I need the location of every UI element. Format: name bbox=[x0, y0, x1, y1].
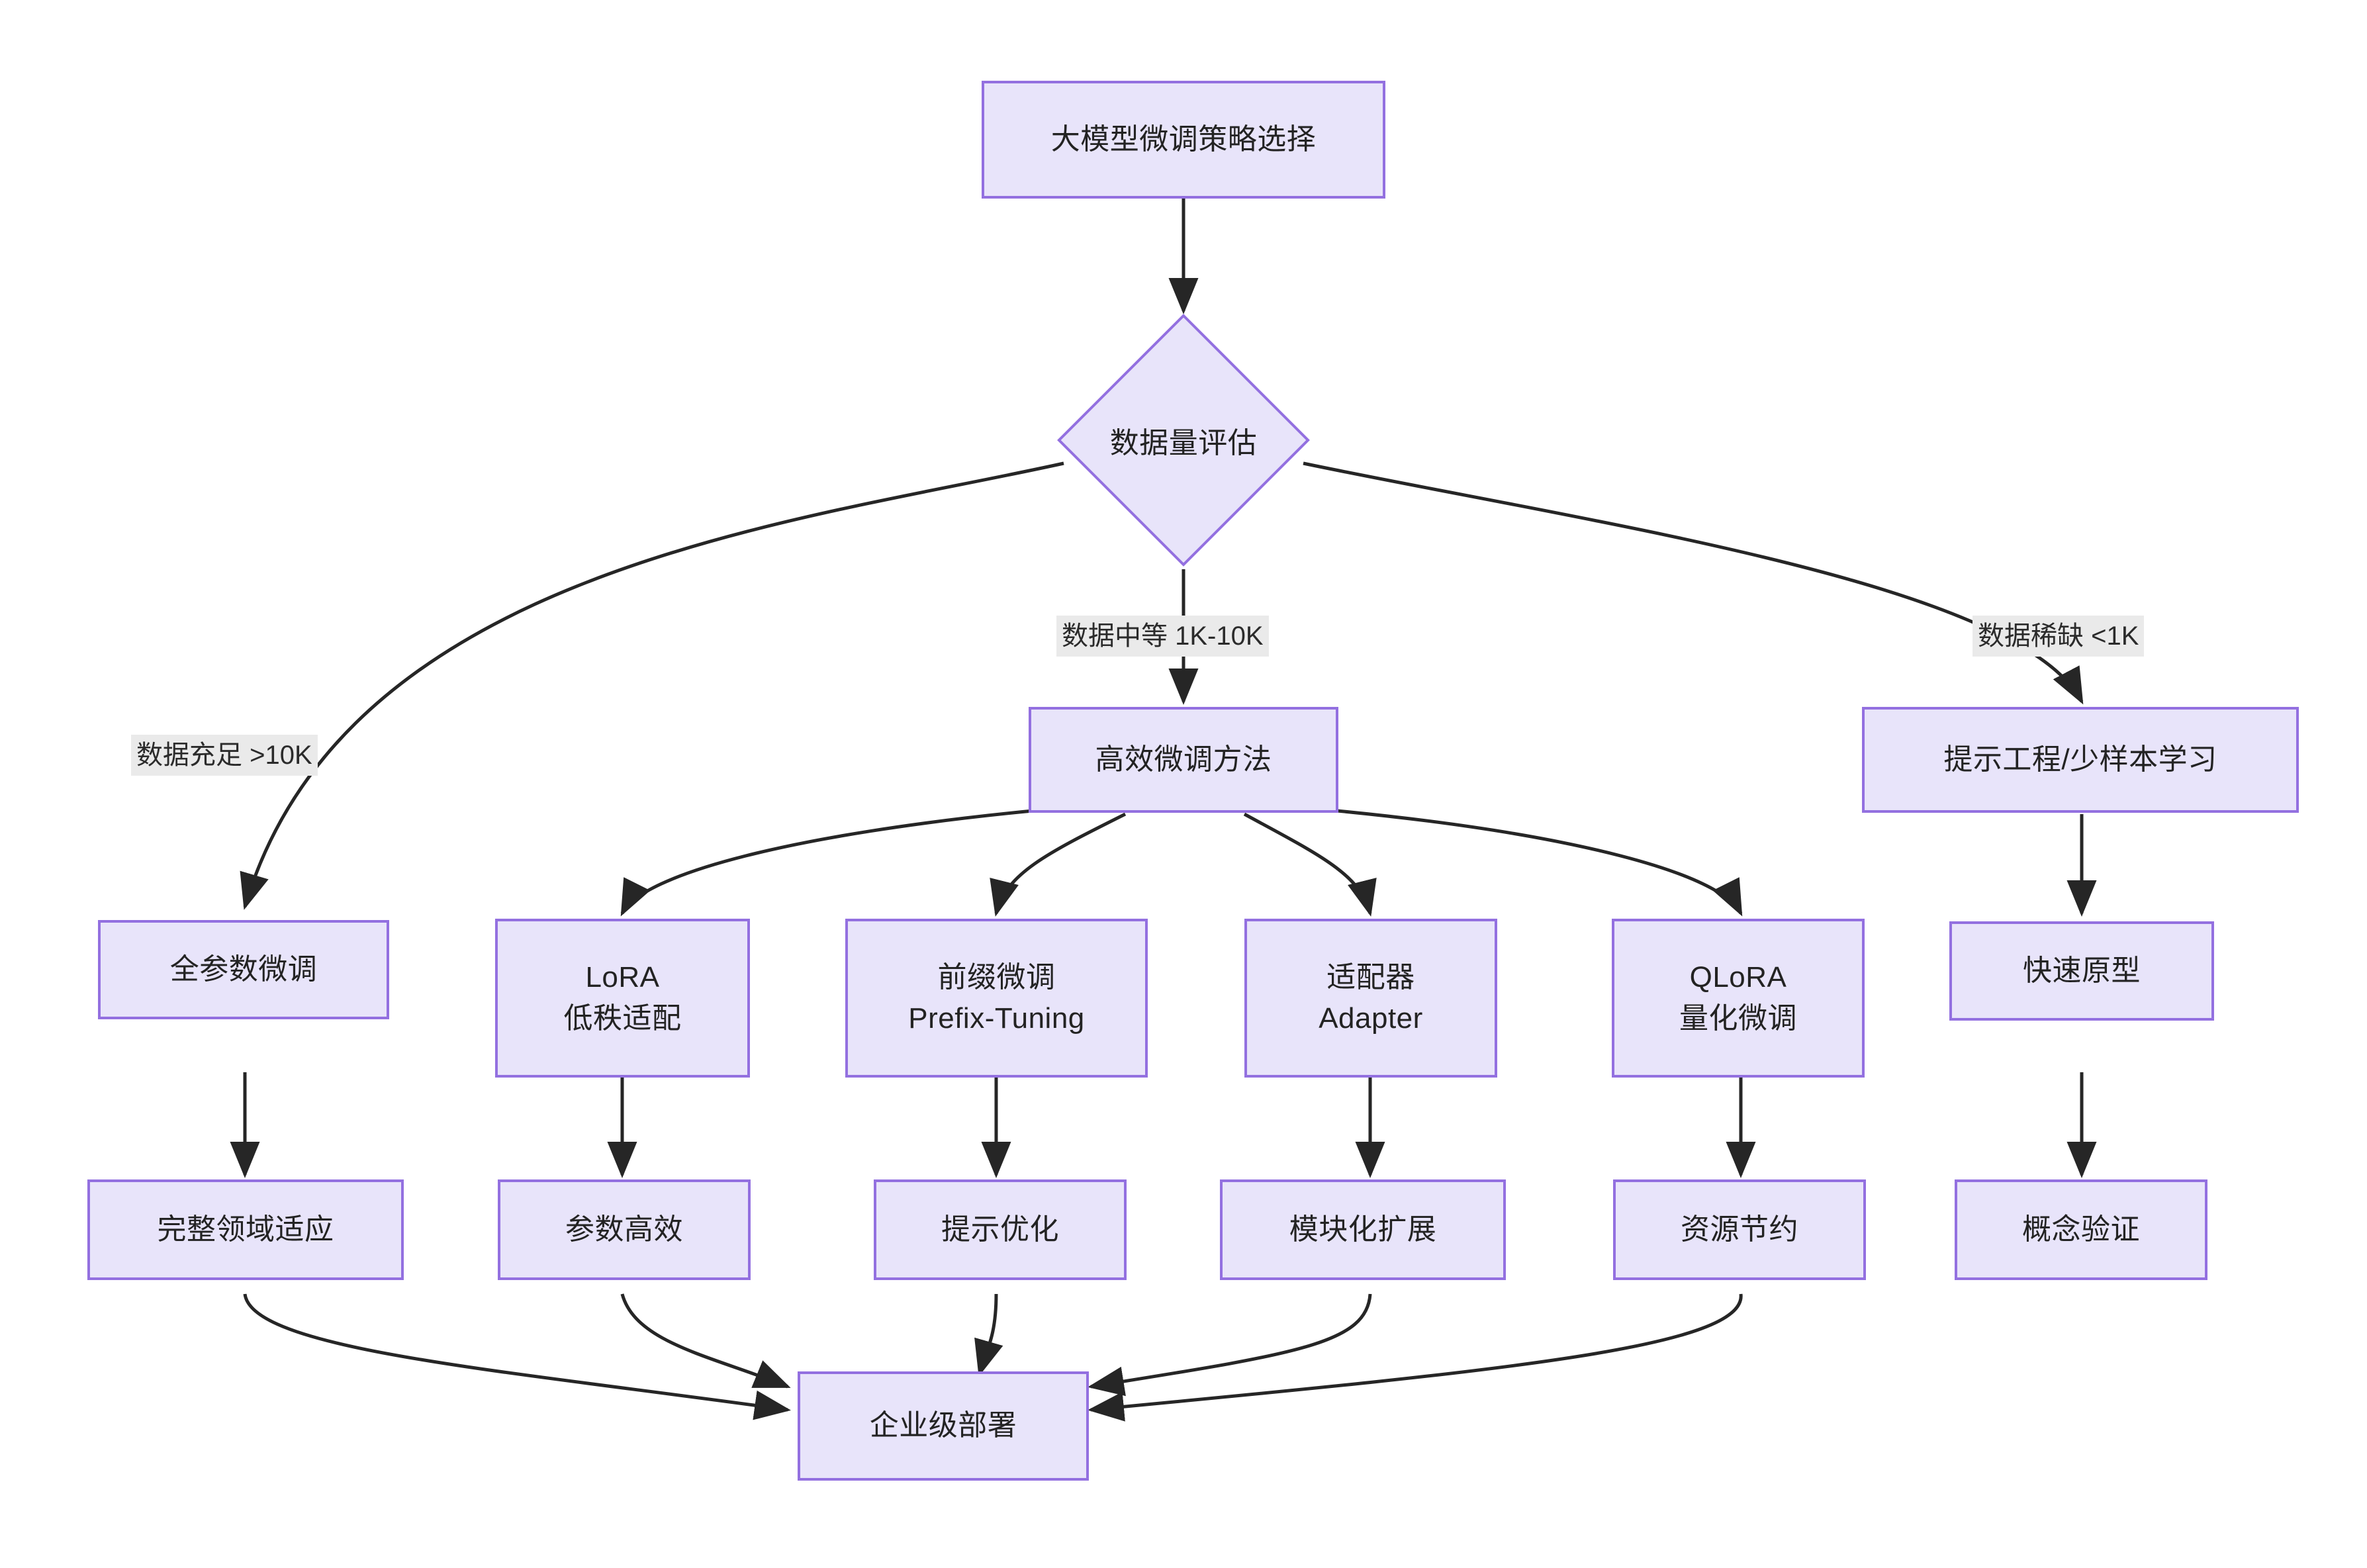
node-qlora-label-line1: QLoRA bbox=[1689, 960, 1787, 993]
node-root[interactable]: 大模型微调策略选择 bbox=[982, 81, 1385, 199]
edge-label-scarce-data-text: 数据稀缺 <1K bbox=[1978, 622, 2139, 651]
node-full-finetune-label: 全参数微调 bbox=[169, 952, 318, 986]
edge-decision-to-prompt bbox=[1303, 461, 2084, 705]
edge-efficient-to-prefix bbox=[990, 812, 1127, 917]
node-parameter-efficient-label: 参数高效 bbox=[565, 1213, 683, 1246]
node-rapid-prototype-label: 快速原型 bbox=[2023, 954, 2141, 987]
node-efficient-methods[interactable]: 高效微调方法 bbox=[1029, 707, 1338, 813]
edge-efficient-to-qlora bbox=[1336, 809, 1743, 917]
node-parameter-efficient[interactable]: 参数高效 bbox=[498, 1179, 751, 1280]
node-proof-of-concept[interactable]: 概念验证 bbox=[1955, 1179, 2207, 1280]
edge-efficient-to-adapter bbox=[1243, 812, 1377, 917]
node-lora-label-line2: 低秩适配 bbox=[563, 1002, 682, 1035]
node-root-label: 大模型微调策略选择 bbox=[1050, 122, 1317, 156]
edge-label-scarce-data: 数据稀缺 <1K bbox=[1972, 616, 2145, 657]
edge-decision-to-full bbox=[240, 461, 1064, 910]
node-prompt-engineering-label: 提示工程/少样本学习 bbox=[1943, 743, 2217, 776]
node-enterprise-deployment-label: 企业级部署 bbox=[869, 1409, 1017, 1442]
edge-modular-to-deploy bbox=[1088, 1293, 1372, 1397]
node-lora[interactable]: LoRA 低秩适配 bbox=[495, 919, 750, 1078]
edge-resource-to-deploy bbox=[1088, 1293, 1743, 1422]
node-full-finetune[interactable]: 全参数微调 bbox=[98, 920, 389, 1019]
node-full-domain-adaptation-label: 完整领域适应 bbox=[157, 1213, 334, 1246]
node-lora-label-line1: LoRA bbox=[585, 960, 660, 993]
node-resource-saving-label: 资源节约 bbox=[1681, 1213, 1798, 1246]
node-prompt-optimization-label: 提示优化 bbox=[941, 1213, 1059, 1246]
node-efficient-methods-label: 高效微调方法 bbox=[1095, 743, 1272, 776]
node-modular-extension-label: 模块化扩展 bbox=[1289, 1213, 1437, 1246]
node-proof-of-concept-label: 概念验证 bbox=[2022, 1213, 2140, 1246]
node-adapter-label-line1: 适配器 bbox=[1326, 960, 1415, 993]
node-qlora-label-line2: 量化微调 bbox=[1679, 1002, 1797, 1035]
edge-label-abundant-data-text: 数据充足 >10K bbox=[136, 741, 312, 770]
node-adapter-label-line2: Adapter bbox=[1319, 1002, 1423, 1035]
edge-domain-to-deploy bbox=[243, 1293, 791, 1420]
node-resource-saving[interactable]: 资源节约 bbox=[1613, 1179, 1866, 1280]
node-prompt-optimization[interactable]: 提示优化 bbox=[874, 1179, 1127, 1280]
node-decision-label: 数据量评估 bbox=[1109, 427, 1258, 459]
node-full-domain-adaptation[interactable]: 完整领域适应 bbox=[87, 1179, 404, 1280]
node-prefix-tuning-label-line1: 前缀微调 bbox=[937, 960, 1056, 993]
node-enterprise-deployment[interactable]: 企业级部署 bbox=[798, 1371, 1089, 1481]
node-qlora[interactable]: QLoRA 量化微调 bbox=[1612, 919, 1865, 1078]
edge-efficient-to-lora bbox=[620, 809, 1033, 917]
edge-param-to-deploy bbox=[620, 1293, 791, 1389]
node-prompt-engineering[interactable]: 提示工程/少样本学习 bbox=[1862, 707, 2299, 813]
edge-promptopt-to-deploy bbox=[974, 1293, 1003, 1377]
node-prefix-tuning-label-line2: Prefix-Tuning bbox=[908, 1002, 1085, 1035]
node-modular-extension[interactable]: 模块化扩展 bbox=[1220, 1179, 1506, 1280]
node-rapid-prototype[interactable]: 快速原型 bbox=[1949, 921, 2214, 1021]
node-prefix-tuning[interactable]: 前缀微调 Prefix-Tuning bbox=[845, 919, 1148, 1078]
node-decision-label-wrap: 数据量评估 bbox=[1051, 397, 1316, 483]
edge-label-abundant-data: 数据充足 >10K bbox=[131, 735, 318, 776]
node-adapter[interactable]: 适配器 Adapter bbox=[1244, 919, 1497, 1078]
edge-label-medium-data: 数据中等 1K-10K bbox=[1056, 616, 1269, 657]
edge-label-medium-data-text: 数据中等 1K-10K bbox=[1062, 622, 1264, 651]
